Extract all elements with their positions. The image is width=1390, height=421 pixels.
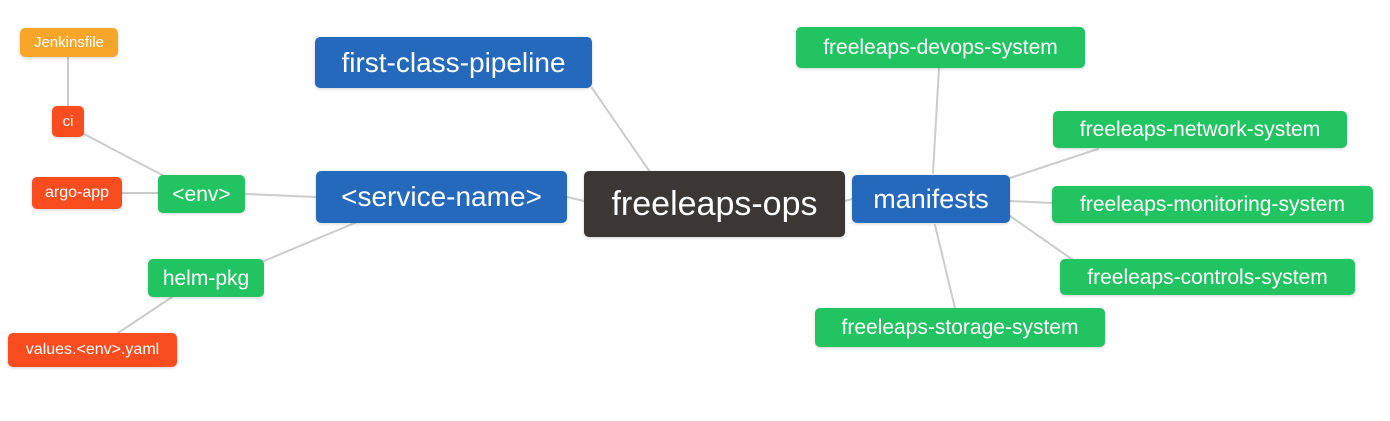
edge-helm-pkg-to-values-env-yaml xyxy=(117,296,173,334)
node-manifests[interactable]: manifests xyxy=(852,175,1010,223)
node-freeleaps-storage-system[interactable]: freeleaps-storage-system xyxy=(815,308,1105,347)
node-first-class-pipeline[interactable]: first-class-pipeline xyxy=(315,37,592,88)
edge-manifests-to-freeleaps-network-system xyxy=(1009,148,1099,179)
edge-manifests-to-freeleaps-devops-system xyxy=(932,67,940,174)
node-argo-app[interactable]: argo-app xyxy=(32,177,122,209)
node-env[interactable]: <env> xyxy=(158,175,245,213)
edge-manifests-to-freeleaps-controls-system xyxy=(1009,215,1074,261)
node-freeleaps-monitoring-system[interactable]: freeleaps-monitoring-system xyxy=(1052,186,1373,223)
node-freeleaps-network-system[interactable]: freeleaps-network-system xyxy=(1053,111,1347,148)
edge-service-name-to-freeleaps-ops xyxy=(566,196,585,202)
node-freeleaps-ops[interactable]: freeleaps-ops xyxy=(584,171,845,237)
edge-manifests-to-freeleaps-monitoring-system xyxy=(1009,200,1053,204)
edge-manifests-to-freeleaps-storage-system xyxy=(934,224,956,309)
edge-first-class-pipeline-to-freeleaps-ops xyxy=(591,87,651,173)
node-freeleaps-controls-system[interactable]: freeleaps-controls-system xyxy=(1060,259,1355,295)
edge-helm-pkg-to-service-name xyxy=(263,221,358,262)
edge-env-to-service-name xyxy=(244,193,317,198)
node-freeleaps-devops-system[interactable]: freeleaps-devops-system xyxy=(796,27,1085,68)
node-jenkinsfile[interactable]: Jenkinsfile xyxy=(20,28,118,57)
node-ci[interactable]: ci xyxy=(52,106,84,137)
edge-freeleaps-ops-to-manifests xyxy=(844,198,853,202)
node-helm-pkg[interactable]: helm-pkg xyxy=(148,259,264,297)
edge-ci-to-env xyxy=(83,133,165,177)
node-service-name[interactable]: <service-name> xyxy=(316,171,567,223)
node-values-env-yaml[interactable]: values.<env>.yaml xyxy=(8,333,177,367)
